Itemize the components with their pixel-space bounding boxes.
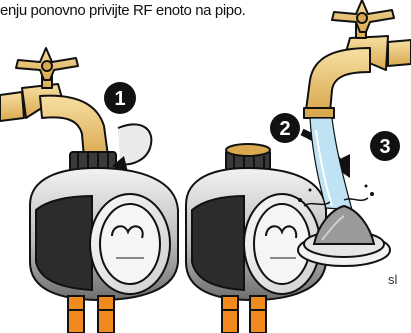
step-3-number: 3 <box>379 136 390 158</box>
middle-water-controller <box>185 166 327 302</box>
step-1-number: 1 <box>114 88 125 110</box>
filter-part <box>297 204 391 267</box>
instruction-text: enju ponovno privijte RF enoto na pipo. <box>0 2 246 19</box>
step-1-badge: 1 <box>104 82 136 114</box>
rotate-arrow-icon <box>112 123 153 172</box>
left-hoses <box>67 295 115 333</box>
language-code: sl <box>388 272 398 287</box>
middle-hoses <box>221 295 267 333</box>
right-faucet <box>303 0 411 119</box>
water-stream <box>298 117 374 211</box>
step-2-badge: 2 <box>270 113 300 143</box>
step-2-number: 2 <box>279 118 290 140</box>
left-faucet <box>0 47 109 159</box>
step-3-badge: 3 <box>370 131 400 161</box>
left-water-controller <box>29 166 179 302</box>
